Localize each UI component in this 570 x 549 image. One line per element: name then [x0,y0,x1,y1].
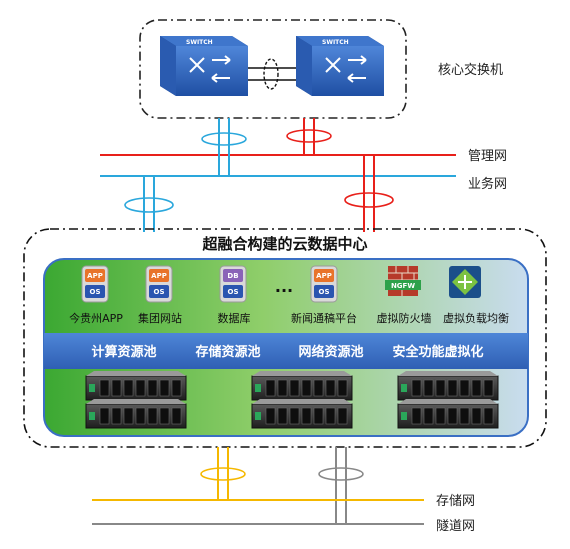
server-unit [397,371,499,401]
datacenter-frame [23,228,547,448]
resource-pool-bar [44,333,528,369]
stack-link-ellipse [263,58,279,90]
switch-1: SWITCH [160,36,248,96]
pool-security: 安全功能虚拟化 [392,344,483,360]
load-balancer-icon [449,266,481,298]
app-news-label: 新闻通稿平台 [291,311,357,325]
downlink-biz [124,176,174,232]
server-unit [397,399,499,429]
app-jingui-icon: APP OS [81,265,109,303]
svg-text:APP: APP [151,272,167,280]
core-switch-frame [139,19,407,119]
mgmt-net-label: 管理网 [468,149,507,164]
uplink-switch1-biz [201,118,247,176]
app-group-site-icon: APP OS [145,265,173,303]
downlink-tunnel [318,447,364,524]
server-unit [85,399,187,429]
firewall-label: 虚拟防火墙 [377,311,432,325]
database-label: 数据库 [218,311,251,325]
load-balancer-label: 虚拟负载均衡 [443,311,509,325]
downlink-storage [200,447,246,500]
pool-storage: 存储资源池 [195,344,260,360]
svg-text:OS: OS [90,288,101,296]
switch-2-label: SWITCH [322,39,349,46]
pool-compute: 计算资源池 [91,344,156,360]
server-unit [85,371,187,401]
svg-text:NGFW: NGFW [391,282,415,290]
svg-text:OS: OS [228,288,239,296]
svg-text:DB: DB [227,272,238,280]
pool-network: 网络资源池 [298,344,363,360]
switch-2: SWITCH [296,36,384,96]
tunnel-net-label: 隧道网 [436,518,475,534]
server-unit [251,399,353,429]
database-icon: DB OS [219,265,247,303]
app-group-site-label: 集团网站 [138,311,182,325]
svg-text:APP: APP [87,272,103,280]
svg-text:OS: OS [319,288,330,296]
biz-net-label: 业务网 [468,176,507,192]
more-apps-ellipsis: ... [275,277,293,296]
app-jingui-label: 今贵州APP [69,311,123,325]
server-unit [251,371,353,401]
svg-text:OS: OS [154,288,165,296]
switch-1-label: SWITCH [186,39,213,46]
datacenter-title: 超融合构建的云数据中心 [201,235,367,253]
app-news-icon: APP OS [310,265,338,303]
firewall-icon: NGFW [385,266,421,296]
storage-net-label: 存储网 [436,494,475,509]
core-switch-label: 核心交换机 [438,62,503,78]
uplink-switch2-mgmt [286,118,332,155]
downlink-mgmt [344,155,394,232]
svg-text:APP: APP [316,272,332,280]
